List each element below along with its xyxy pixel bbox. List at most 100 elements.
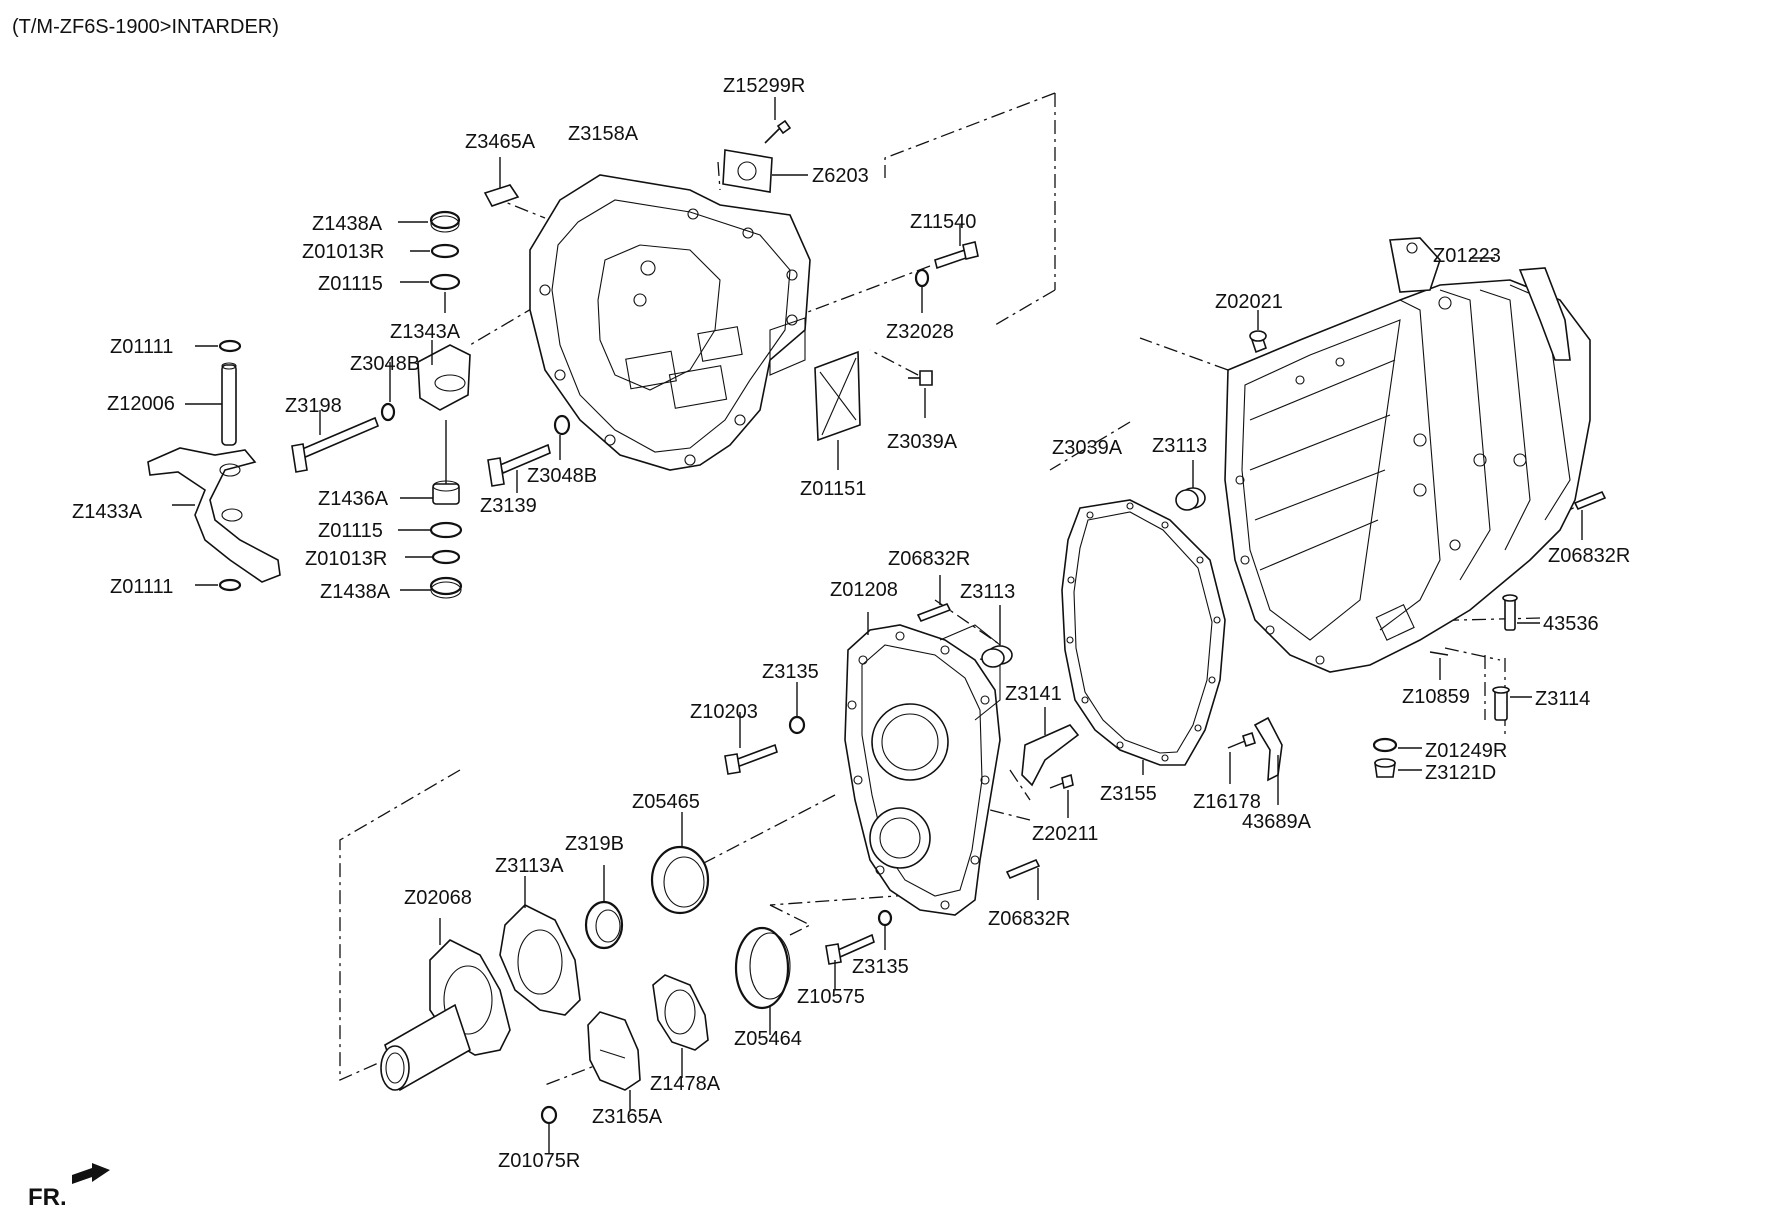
- front-label: FR.: [28, 1184, 67, 1211]
- label-z16178[interactable]: Z16178: [1193, 791, 1261, 813]
- label-z1433a[interactable]: Z1433A: [72, 501, 143, 523]
- screw-z20211[interactable]: [1049, 773, 1074, 818]
- label-z3048b-a[interactable]: Z3048B: [350, 353, 420, 375]
- label-z3198[interactable]: Z3198: [285, 395, 342, 417]
- pin-z06832r-right[interactable]: [1573, 490, 1607, 540]
- label-z01013r-bot[interactable]: Z01013R: [305, 548, 387, 570]
- gasket-z1478a[interactable]: [652, 974, 709, 1078]
- flange-z02068[interactable]: [380, 918, 511, 1092]
- label-z05464[interactable]: Z05464: [734, 1028, 802, 1050]
- screw-z16178[interactable]: [1227, 731, 1256, 784]
- label-z10575[interactable]: Z10575: [797, 986, 865, 1008]
- label-z6203[interactable]: Z6203: [812, 165, 869, 187]
- screw-z3039a-upper[interactable]: [908, 370, 933, 418]
- nut-z3135-a[interactable]: [788, 682, 806, 735]
- label-z02021[interactable]: Z02021: [1215, 291, 1283, 313]
- screw-z15299r[interactable]: [764, 97, 792, 144]
- label-z3135-a[interactable]: Z3135: [762, 661, 819, 683]
- label-z01151[interactable]: Z01151: [800, 478, 866, 500]
- label-z3165a[interactable]: Z3165A: [592, 1106, 663, 1128]
- label-z3113-a[interactable]: Z3113: [1152, 435, 1207, 457]
- pin-z06832r-lower[interactable]: [1005, 858, 1041, 900]
- shift-assembly[interactable]: [147, 210, 571, 599]
- screw-z10859[interactable]: [1429, 651, 1449, 680]
- label-z3048b-b[interactable]: Z3048B: [527, 465, 597, 487]
- bell-housing[interactable]: [529, 174, 811, 471]
- label-z3465a[interactable]: Z3465A: [465, 131, 536, 153]
- bearing-z319b[interactable]: [584, 865, 624, 950]
- label-z32028[interactable]: Z32028: [886, 321, 954, 343]
- label-z3121d[interactable]: Z3121D: [1425, 762, 1496, 784]
- label-z1343a[interactable]: Z1343A: [390, 321, 461, 343]
- label-z01075r[interactable]: Z01075R: [498, 1150, 580, 1172]
- label-z01111-top[interactable]: Z01111: [110, 336, 173, 358]
- label-z01111-bot[interactable]: Z01111: [110, 576, 173, 598]
- label-z3155[interactable]: Z3155: [1100, 783, 1157, 805]
- label-z3039a-lower[interactable]: Z3039A: [1052, 437, 1123, 459]
- label-43689a[interactable]: 43689A: [1242, 811, 1312, 833]
- label-z01115-bot[interactable]: Z01115: [318, 520, 383, 542]
- label-z01208[interactable]: Z01208: [830, 579, 898, 601]
- label-z10203[interactable]: Z10203: [690, 701, 758, 723]
- label-z01249r[interactable]: Z01249R: [1425, 740, 1507, 762]
- label-z3114[interactable]: Z3114: [1535, 688, 1590, 710]
- label-z319b[interactable]: Z319B: [565, 833, 624, 855]
- label-z1478a[interactable]: Z1478A: [650, 1073, 721, 1095]
- label-z3158a[interactable]: Z3158A: [568, 123, 639, 145]
- label-z12006[interactable]: Z12006: [107, 393, 175, 415]
- label-z11540[interactable]: Z11540: [910, 211, 976, 233]
- label-z15299r[interactable]: Z15299R: [723, 75, 805, 97]
- label-z3039a-upper[interactable]: Z3039A: [887, 431, 958, 453]
- phantom-lines: [339, 92, 1599, 1086]
- label-z3135-b[interactable]: Z3135: [852, 956, 909, 978]
- diagram-title: (T/M-ZF6S-1900>INTARDER): [12, 16, 279, 38]
- bolt-z10203[interactable]: [724, 712, 778, 775]
- sleeve-z3113-b[interactable]: [981, 605, 1013, 668]
- label-z3113a[interactable]: Z3113A: [495, 855, 564, 877]
- label-z06832r-top[interactable]: Z06832R: [888, 548, 970, 570]
- bracket-43689a[interactable]: [1253, 716, 1283, 805]
- front-arrow-icon: [72, 1163, 110, 1184]
- plug-43536[interactable]: [1502, 594, 1540, 631]
- cover-z3165a[interactable]: [587, 1011, 641, 1110]
- nut-z3135-b[interactable]: [877, 909, 893, 950]
- label-z01013r-top[interactable]: Z01013R: [302, 241, 384, 263]
- plug-z3121d[interactable]: [1374, 758, 1422, 778]
- label-z3113-b[interactable]: Z3113: [960, 581, 1015, 603]
- sleeve-z3113-a[interactable]: [1175, 460, 1206, 511]
- bracket-z3141[interactable]: [1021, 707, 1080, 787]
- seal-z05465[interactable]: [650, 812, 710, 915]
- label-z05465[interactable]: Z05465: [632, 791, 700, 813]
- bolt-z11540[interactable]: [934, 225, 979, 270]
- intarder-housing[interactable]: [844, 612, 1001, 916]
- gasket-z3113a[interactable]: [499, 876, 581, 1016]
- washer-z01075r[interactable]: [540, 1105, 558, 1153]
- label-z01115-top[interactable]: Z01115: [318, 273, 383, 295]
- label-z02068[interactable]: Z02068: [404, 887, 472, 909]
- label-z3139[interactable]: Z3139: [480, 495, 537, 517]
- label-z1438a-bot[interactable]: Z1438A: [320, 581, 391, 603]
- sensor-z3114[interactable]: [1492, 686, 1532, 721]
- cover-plate-z6203[interactable]: [722, 149, 808, 193]
- label-z10859[interactable]: Z10859: [1402, 686, 1470, 708]
- label-z1438a-top[interactable]: Z1438A: [312, 213, 383, 235]
- bolt-z10575[interactable]: [825, 933, 875, 990]
- label-z3141[interactable]: Z3141: [1005, 683, 1062, 705]
- gasket-z01151[interactable]: [814, 350, 861, 470]
- label-z01223[interactable]: Z01223: [1433, 245, 1501, 267]
- plug-z02021[interactable]: [1249, 310, 1267, 354]
- label-z20211[interactable]: Z20211: [1032, 823, 1098, 845]
- label-z1436a[interactable]: Z1436A: [318, 488, 389, 510]
- seal-z05464[interactable]: [734, 926, 791, 1035]
- label-z06832r-right[interactable]: Z06832R: [1548, 545, 1630, 567]
- plate-z3465a[interactable]: [483, 157, 520, 207]
- gearbox-housing[interactable]: [1224, 237, 1591, 673]
- washer-z32028[interactable]: [914, 268, 930, 313]
- label-z06832r-lower[interactable]: Z06832R: [988, 908, 1070, 930]
- label-43536[interactable]: 43536: [1543, 613, 1599, 635]
- washer-z01249r[interactable]: [1372, 737, 1422, 753]
- gasket-z3155[interactable]: [1061, 499, 1226, 775]
- pin-z06832r-top[interactable]: [916, 575, 952, 623]
